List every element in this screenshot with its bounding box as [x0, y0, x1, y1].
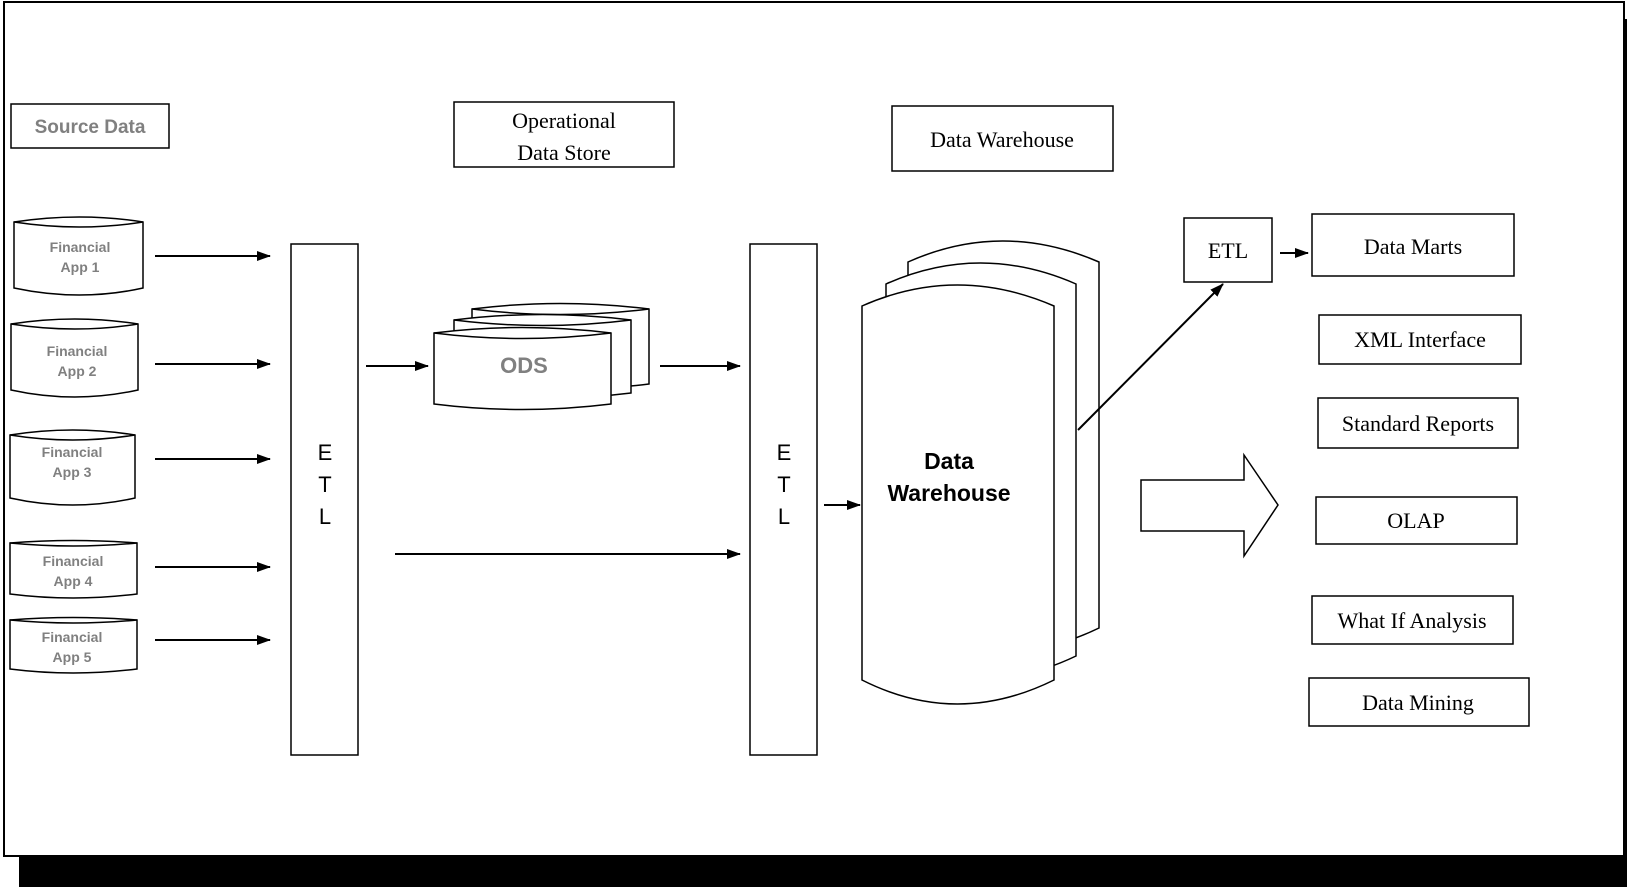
etl-bar-2: E T L — [749, 243, 818, 756]
svg-text:App 2: App 2 — [58, 363, 97, 379]
ods-label: ODS — [500, 353, 548, 378]
svg-text:L: L — [319, 504, 331, 529]
svg-text:App 4: App 4 — [54, 573, 93, 589]
output-data-marts: Data Marts — [1311, 213, 1515, 277]
svg-text:Operational: Operational — [512, 108, 616, 133]
svg-text:T: T — [318, 472, 331, 497]
svg-text:Source Data: Source Data — [35, 117, 146, 138]
arrow-warehouse-to-etl-small — [1077, 283, 1224, 431]
source-app-3: Financial App 3 — [9, 429, 136, 506]
svg-text:T: T — [777, 472, 790, 497]
svg-text:XML Interface: XML Interface — [1354, 327, 1486, 352]
svg-text:Data: Data — [924, 448, 974, 474]
output-xml-interface: XML Interface — [1318, 314, 1522, 365]
source-app-1: Financial App 1 — [13, 216, 144, 296]
svg-text:Financial: Financial — [43, 553, 104, 569]
svg-text:App 1: App 1 — [61, 259, 100, 275]
svg-text:Standard Reports: Standard Reports — [1342, 411, 1494, 436]
svg-text:L: L — [778, 504, 790, 529]
source-data-header: Source Data — [10, 103, 170, 149]
output-data-mining: Data Mining — [1308, 677, 1530, 727]
svg-text:OLAP: OLAP — [1387, 508, 1444, 533]
etl-bar-1: E T L — [290, 243, 359, 756]
svg-text:Data Marts: Data Marts — [1364, 234, 1462, 259]
svg-text:Warehouse: Warehouse — [887, 480, 1010, 506]
source-app-2: Financial App 2 — [10, 318, 139, 398]
data-warehouse-header: Data Warehouse — [891, 105, 1114, 172]
svg-text:App 3: App 3 — [53, 464, 92, 480]
svg-text:E: E — [318, 440, 333, 465]
ods-stack: ODS — [433, 302, 650, 411]
svg-text:E: E — [777, 440, 792, 465]
source-app-5: Financial App 5 — [9, 616, 138, 674]
svg-text:Financial: Financial — [47, 343, 108, 359]
ods-header: Operational Data Store — [453, 101, 675, 168]
svg-text:What If Analysis: What If Analysis — [1337, 608, 1486, 633]
svg-text:App 5: App 5 — [53, 649, 92, 665]
svg-text:Data Store: Data Store — [517, 140, 610, 165]
data-warehouse-cylinders: Data Warehouse — [861, 240, 1100, 705]
svg-text:Financial: Financial — [50, 239, 111, 255]
source-app-4: Financial App 4 — [9, 539, 138, 599]
block-arrow — [1140, 452, 1279, 559]
svg-text:Financial: Financial — [42, 444, 103, 460]
svg-text:ETL: ETL — [1208, 238, 1248, 263]
svg-text:Data Warehouse: Data Warehouse — [930, 127, 1074, 152]
output-standard-reports: Standard Reports — [1317, 397, 1519, 449]
output-what-if-analysis: What If Analysis — [1311, 595, 1514, 645]
etl-small-box: ETL — [1183, 217, 1273, 283]
svg-text:Data Mining: Data Mining — [1362, 690, 1474, 715]
svg-text:Financial: Financial — [42, 629, 103, 645]
output-olap: OLAP — [1315, 496, 1518, 545]
